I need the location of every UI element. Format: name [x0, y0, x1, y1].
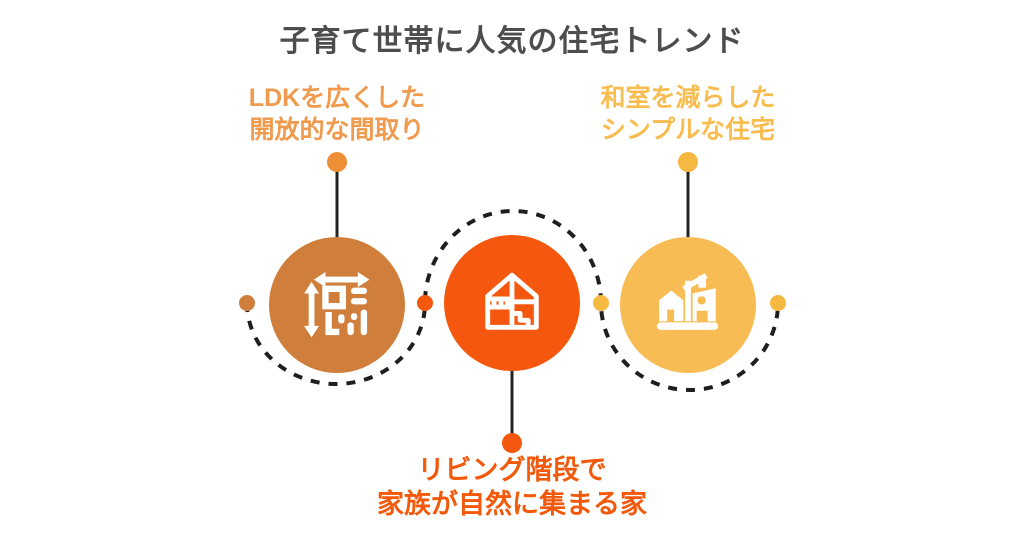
house-cross-section-stairs-icon: [485, 272, 539, 330]
label-bottom-line2: 家族が自然に集まる家: [377, 489, 647, 520]
label-dot-right: [678, 152, 698, 172]
label-left: LDKを広くした 開放的な間取り: [187, 83, 487, 146]
label-bottom: リビング階段で 家族が自然に集まる家: [332, 453, 692, 521]
wave-dot-left-center: [417, 295, 433, 311]
label-left-line1: LDKを広くした: [248, 84, 426, 112]
wave-dot-far-right: [770, 295, 786, 311]
wave-dot-center-right: [593, 295, 609, 311]
wave-dot-far-left: [239, 295, 255, 311]
label-bottom-line1: リビング階段で: [417, 455, 607, 485]
modern-houses-icon: [656, 273, 719, 330]
label-right-line2: シンプルな住宅: [600, 115, 776, 144]
dashed-wave-path: [245, 209, 780, 392]
label-right-line1: 和室を減らした: [600, 84, 776, 112]
label-right: 和室を減らした シンプルな住宅: [538, 83, 838, 146]
page-title: 子育て世帯に人気の住宅トレンド: [279, 25, 745, 58]
label-left-line2: 開放的な間取り: [249, 115, 425, 144]
label-dot-left: [327, 152, 347, 172]
floor-plan-measure-icon: [304, 272, 370, 338]
label-dot-bottom: [502, 433, 522, 453]
